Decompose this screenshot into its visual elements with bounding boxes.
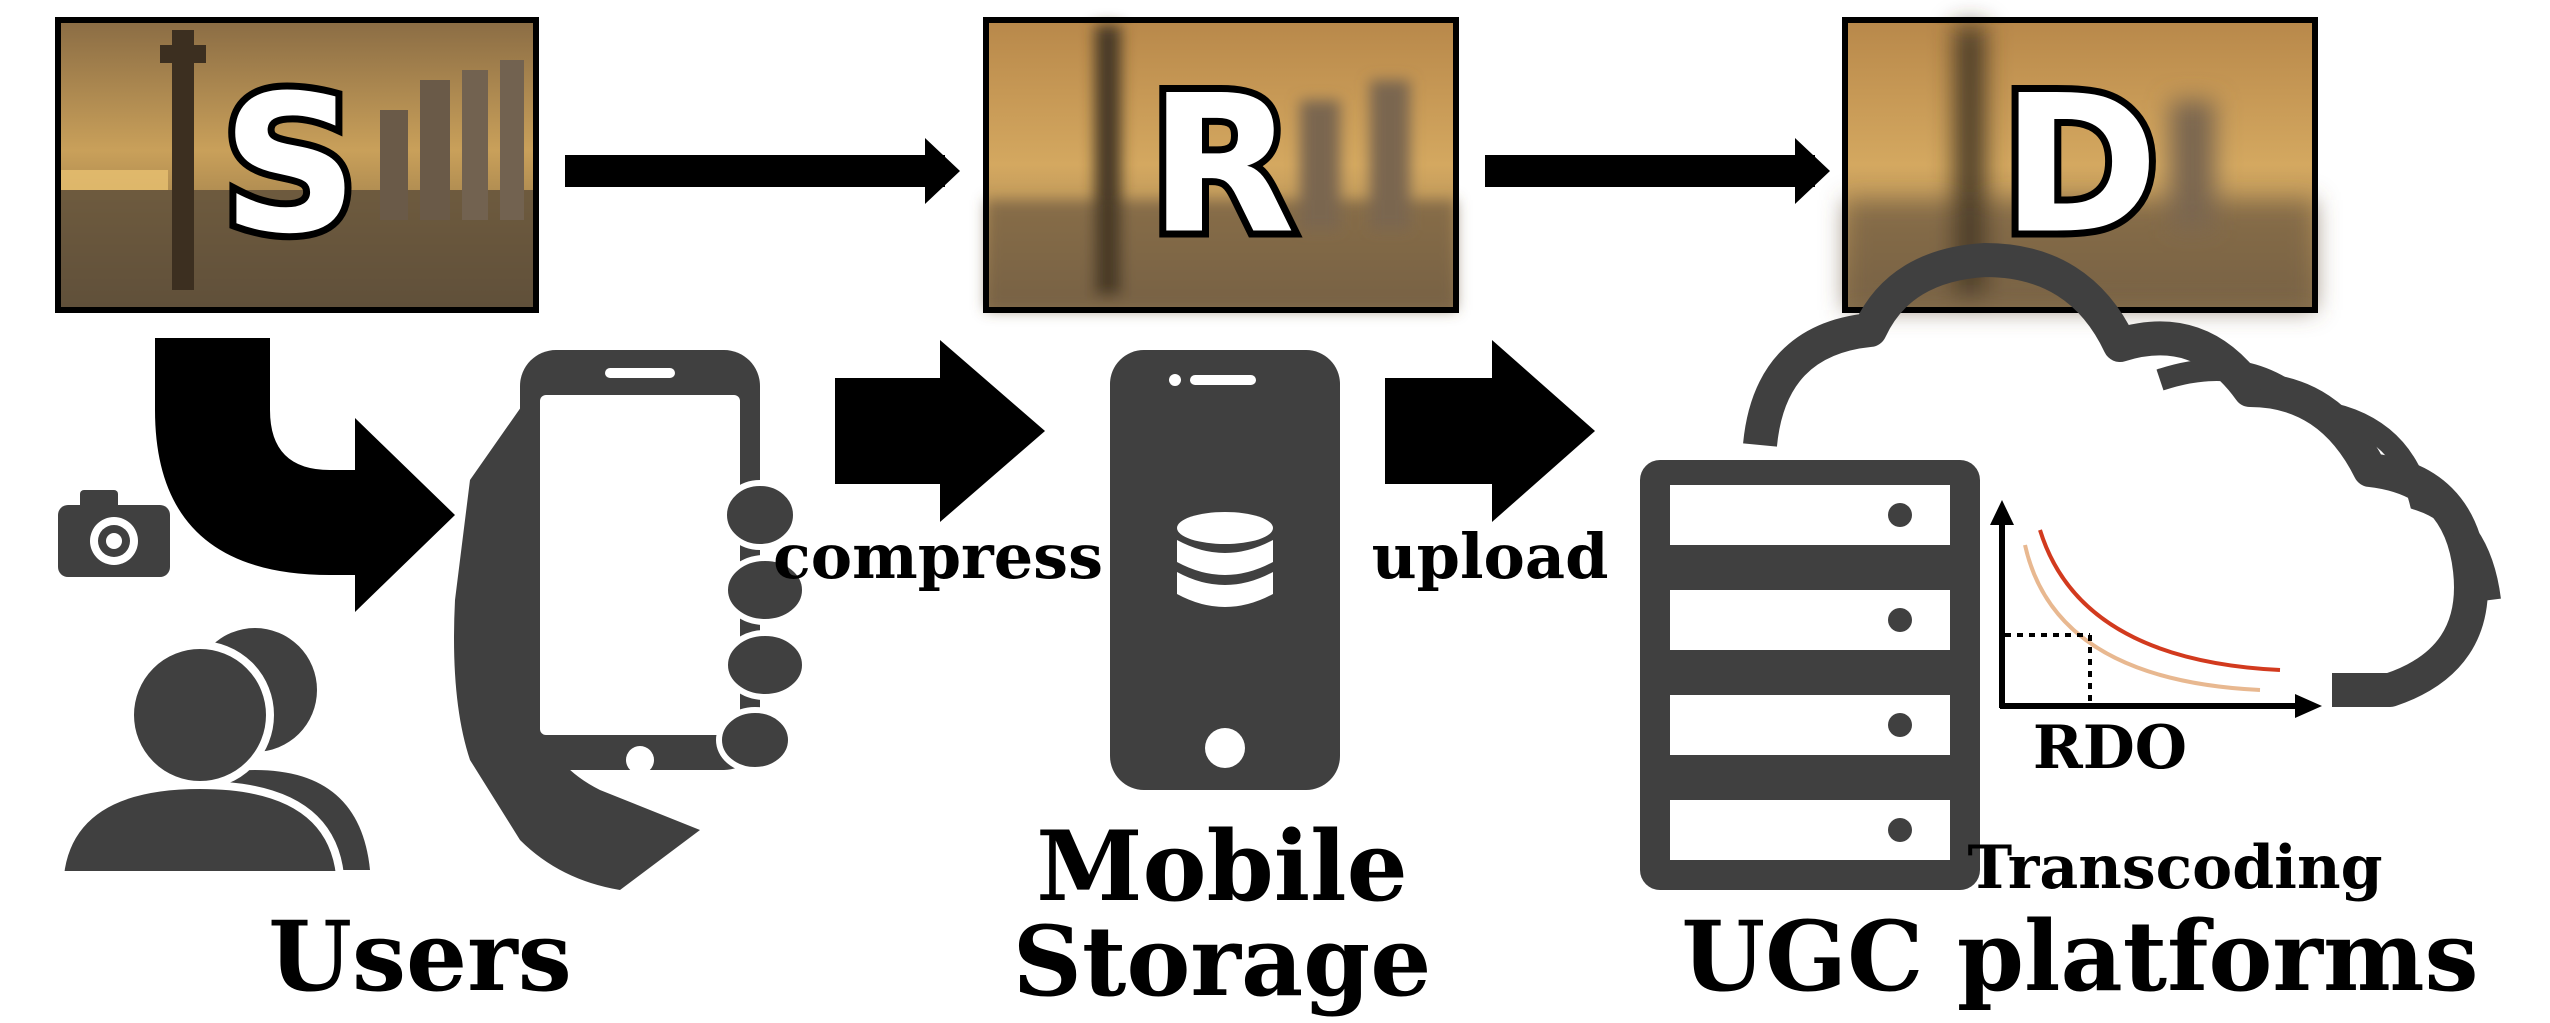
server-rack-icon — [1640, 460, 1980, 890]
hand-holding-phone-icon — [454, 350, 808, 890]
compress-label: compress — [773, 520, 1103, 593]
users-caption: Users — [268, 900, 571, 1013]
database-icon — [1177, 512, 1273, 607]
compress-arrow — [835, 340, 1045, 522]
rdo-label: RDO — [2033, 713, 2187, 783]
frame-letter-d: D — [2001, 55, 2159, 276]
frame-letter-s: S — [222, 55, 359, 276]
rd-curve-plot — [1990, 500, 2332, 718]
cloud-icon — [1743, 243, 2501, 707]
arrow-s-to-r — [565, 138, 960, 204]
upload-arrow — [1385, 340, 1595, 522]
camera-icon — [58, 490, 170, 577]
city-skyline-image — [58, 30, 536, 310]
transcoding-label: Transcoding — [1967, 833, 2382, 903]
rd-curve-upper — [2038, 529, 2281, 672]
rd-x-axis-arrowhead — [2295, 694, 2322, 718]
mobile-storage-caption-line2: Storage — [1013, 905, 1432, 1018]
frame-letter-r: R — [1149, 55, 1295, 276]
rd-y-axis-arrowhead — [1990, 500, 2014, 525]
frame-decoded: D — [1842, 17, 2318, 313]
arrow-r-to-d — [1485, 138, 1830, 204]
ugc-platforms-caption: UGC platforms — [1681, 900, 2478, 1013]
capture-arrow — [155, 338, 455, 612]
frame-received: R — [983, 17, 1459, 313]
frame-source: S — [55, 17, 539, 313]
users-icon — [55, 628, 370, 879]
upload-label: upload — [1372, 520, 1609, 593]
rd-curve-lower — [2023, 544, 2261, 692]
blurred-city-image — [986, 25, 1456, 310]
mobile-storage-caption-line1: Mobile — [1036, 810, 1407, 923]
